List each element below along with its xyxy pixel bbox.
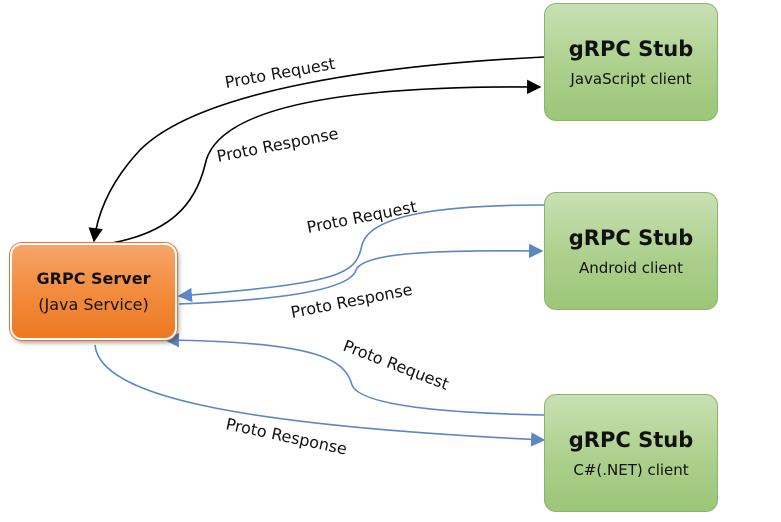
stub-node-csharp: gRPC Stub C#(.NET) client	[544, 394, 718, 512]
edge-csharp-request	[164, 332, 545, 416]
grpc-server-node: GRPC Server (Java Service)	[10, 243, 177, 340]
server-title: GRPC Server	[36, 268, 151, 288]
stub-node-android: gRPC Stub Android client	[544, 192, 718, 310]
server-subtitle: (Java Service)	[38, 294, 149, 314]
edge-label-android-request: Proto Request	[305, 197, 418, 237]
stub-title: gRPC Stub	[568, 37, 694, 61]
stub-node-javascript: gRPC Stub JavaScript client	[544, 3, 718, 121]
edge-android-response	[178, 243, 544, 305]
stub-subtitle: JavaScript client	[570, 70, 692, 88]
edge-android-request	[177, 204, 545, 303]
edge-label-csharp-request: Proto Request	[341, 336, 452, 394]
edge-csharp-response	[94, 344, 546, 447]
edge-js-response	[88, 56, 545, 243]
edge-label-js-request: Proto Request	[223, 54, 336, 92]
stub-title: gRPC Stub	[568, 428, 694, 452]
edge-js-request	[111, 79, 542, 244]
stub-subtitle: Android client	[579, 259, 683, 277]
stub-subtitle: C#(.NET) client	[573, 461, 689, 479]
edge-label-js-response: Proto Response	[215, 124, 340, 166]
stub-title: gRPC Stub	[568, 226, 694, 250]
edge-label-android-response: Proto Response	[289, 280, 414, 322]
edge-label-csharp-response: Proto Response	[224, 414, 349, 458]
